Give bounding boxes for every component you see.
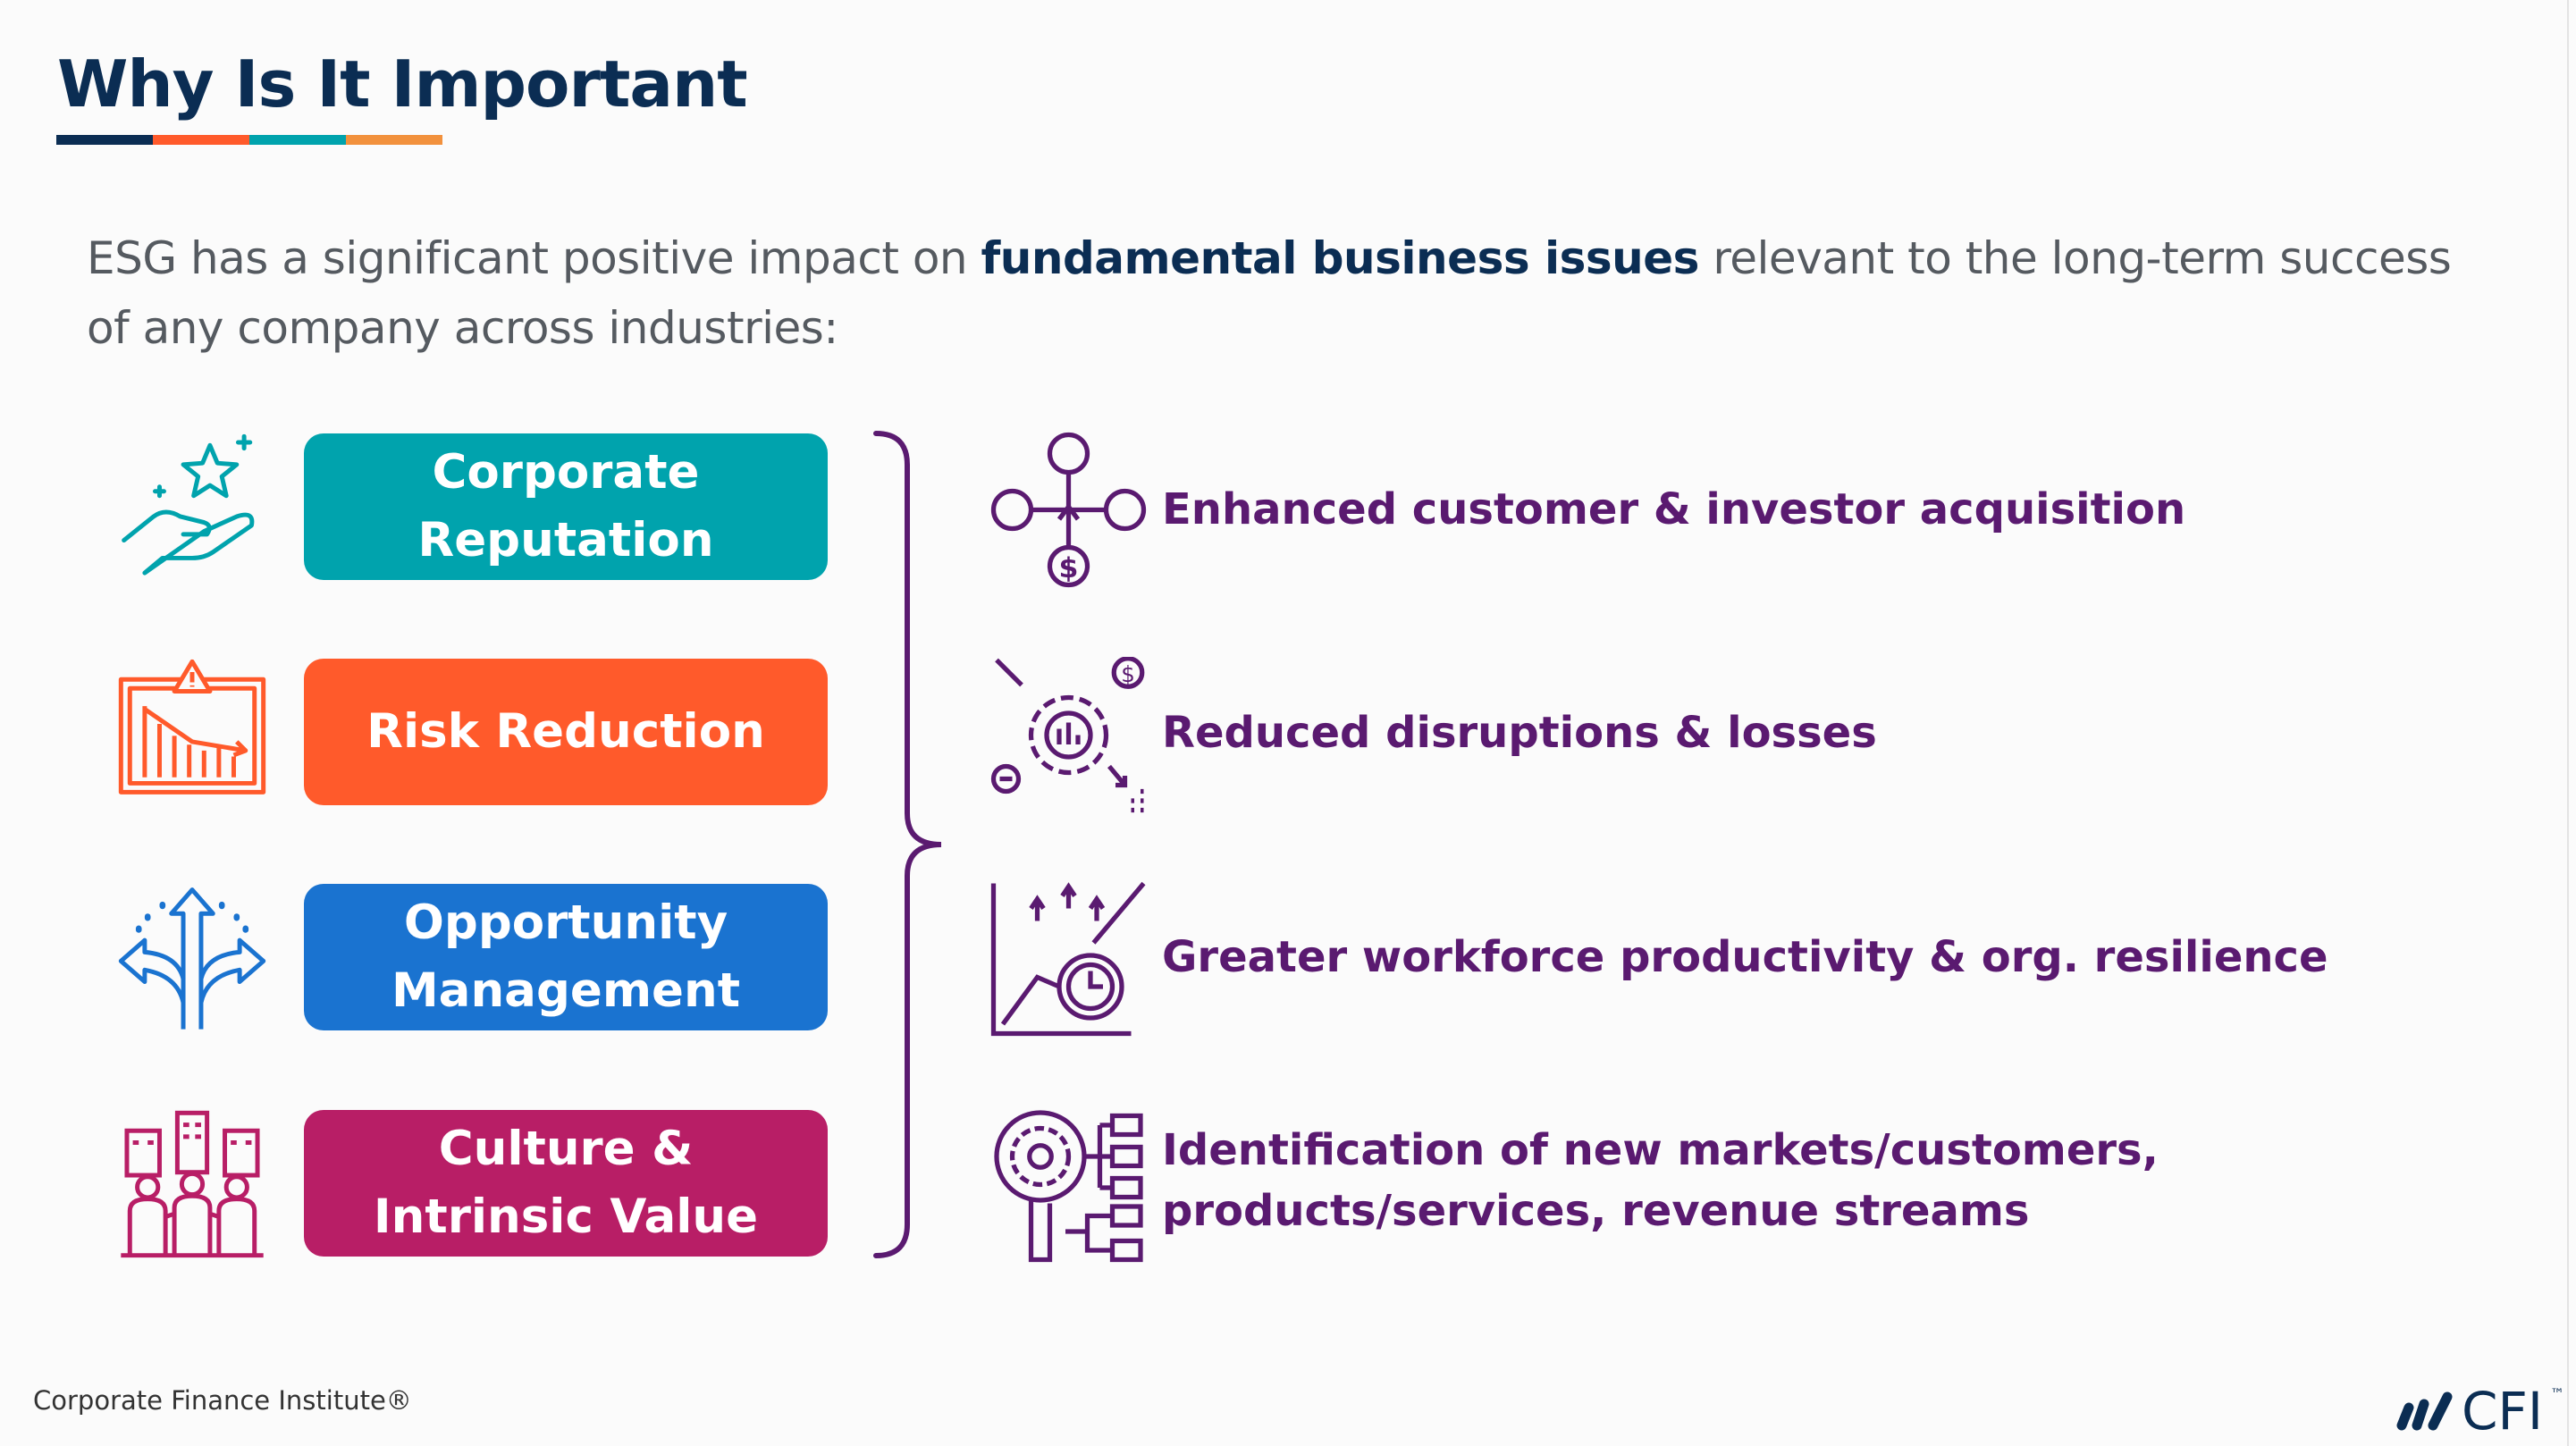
intro-text: ESG has a significant positive impact on bbox=[87, 232, 981, 284]
issue-risk-reduction: Risk Reduction bbox=[304, 659, 828, 805]
hand-star-icon bbox=[122, 433, 255, 576]
underline-segment bbox=[56, 135, 153, 145]
outcome-disruptions-losses: Reduced disruptions & losses bbox=[1162, 708, 1877, 758]
search-gear-flow-icon bbox=[994, 1110, 1143, 1263]
right-edge-divider bbox=[2567, 0, 2569, 1446]
issue-culture-intrinsic-value: Culture & Intrinsic Value bbox=[304, 1110, 828, 1257]
page-title: Why Is It Important bbox=[57, 46, 748, 122]
cfi-logo-tm: ™ bbox=[2549, 1385, 2564, 1402]
footer-copyright: Corporate Finance Institute® bbox=[33, 1385, 412, 1416]
people-city-icon bbox=[121, 1110, 264, 1258]
title-underline bbox=[56, 135, 442, 145]
issue-corporate-reputation: Corporate Reputation bbox=[304, 433, 828, 580]
underline-segment bbox=[249, 135, 346, 145]
network-people-icon: $ bbox=[990, 432, 1147, 588]
intro-bold: fundamental business issues bbox=[981, 232, 1700, 284]
gear-dollar-icon: $ bbox=[990, 657, 1145, 813]
outcome-workforce-productivity: Greater workforce productivity & org. re… bbox=[1162, 932, 2328, 982]
svg-text:$: $ bbox=[1059, 552, 1079, 584]
growth-clock-icon bbox=[990, 881, 1146, 1037]
intro-paragraph: ESG has a significant positive impact on… bbox=[87, 223, 2500, 363]
issue-opportunity-management: Opportunity Management bbox=[304, 884, 828, 1030]
outcome-customer-investor: Enhanced customer & investor acquisition bbox=[1162, 484, 2186, 534]
intro-text: relevant to the long-term success of any… bbox=[87, 232, 2452, 354]
svg-text:$: $ bbox=[1121, 661, 1135, 687]
underline-segment bbox=[153, 135, 249, 145]
cfi-logo: CFI ™ bbox=[2395, 1385, 2564, 1437]
cfi-logo-text: CFI bbox=[2462, 1381, 2543, 1442]
diverging-arrows-icon bbox=[118, 887, 266, 1030]
cfi-logo-mark-icon bbox=[2396, 1391, 2453, 1431]
chart-warning-icon bbox=[118, 659, 266, 794]
curly-brace bbox=[873, 431, 942, 1258]
underline-segment bbox=[346, 135, 442, 145]
outcome-new-markets: Identification of new markets/customers,… bbox=[1162, 1125, 2159, 1236]
